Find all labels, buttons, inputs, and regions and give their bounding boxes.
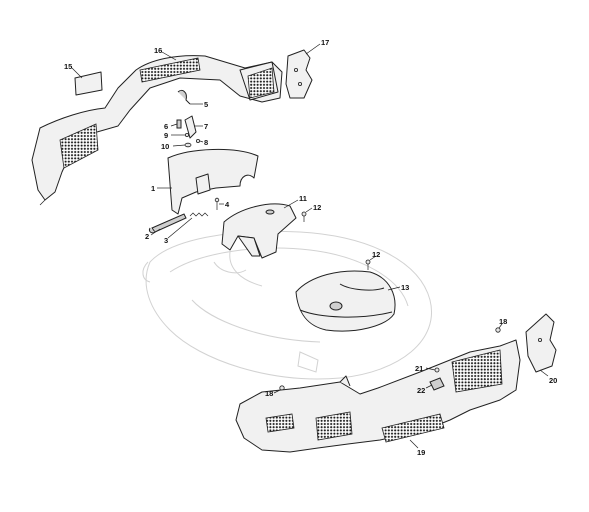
part-12-screw-upper — [301, 211, 307, 222]
part-3-spring — [189, 212, 209, 217]
part-12-screw-lower — [365, 259, 371, 270]
label-8: 8 — [204, 138, 208, 147]
label-17: 17 — [321, 38, 329, 47]
part-22-clip — [429, 377, 445, 391]
label-3: 3 — [164, 236, 168, 245]
part-17-bracket — [285, 49, 313, 99]
part-6-spring — [176, 119, 182, 129]
label-12-upper: 12 — [313, 203, 321, 212]
label-5: 5 — [204, 100, 208, 109]
label-13: 13 — [401, 283, 409, 292]
part-number-labels: 15 16 17 5 6 7 9 8 10 1 4 2 3 11 12 12 1… — [64, 38, 557, 457]
label-7: 7 — [204, 122, 208, 131]
label-18-left: 18 — [265, 389, 273, 398]
part-11-mulch-cover — [221, 203, 297, 259]
part-1-shield — [167, 149, 259, 215]
part-4-screw — [214, 197, 220, 210]
label-9: 9 — [164, 131, 168, 140]
part-8-nut — [195, 138, 200, 143]
part-10-washer — [184, 142, 192, 148]
label-2: 2 — [145, 232, 149, 241]
part-9-bolt — [184, 132, 189, 137]
part-5-pin — [177, 89, 191, 105]
part-7-lever — [184, 115, 197, 139]
part-18-screw-right — [495, 327, 501, 333]
label-15: 15 — [64, 62, 72, 71]
part-21-screw — [434, 367, 440, 373]
label-21: 21 — [415, 364, 423, 373]
label-12-lower: 12 — [372, 250, 380, 259]
label-10: 10 — [161, 142, 169, 151]
label-22: 22 — [417, 386, 425, 395]
small-hardware-group — [176, 89, 200, 148]
label-16: 16 — [154, 46, 162, 55]
part-20-bracket — [525, 313, 557, 373]
label-19: 19 — [417, 448, 425, 457]
label-6: 6 — [164, 122, 168, 131]
part-16-left-side-cover — [31, 55, 283, 206]
label-20: 20 — [549, 376, 557, 385]
part-19-right-side-cover — [235, 339, 521, 453]
part-13-engine-cover — [295, 270, 396, 332]
label-11: 11 — [299, 194, 307, 203]
part-2-rod — [149, 213, 187, 234]
label-4: 4 — [225, 200, 230, 209]
label-18-right: 18 — [499, 317, 507, 326]
leader-lines — [71, 43, 549, 449]
label-1: 1 — [151, 184, 155, 193]
